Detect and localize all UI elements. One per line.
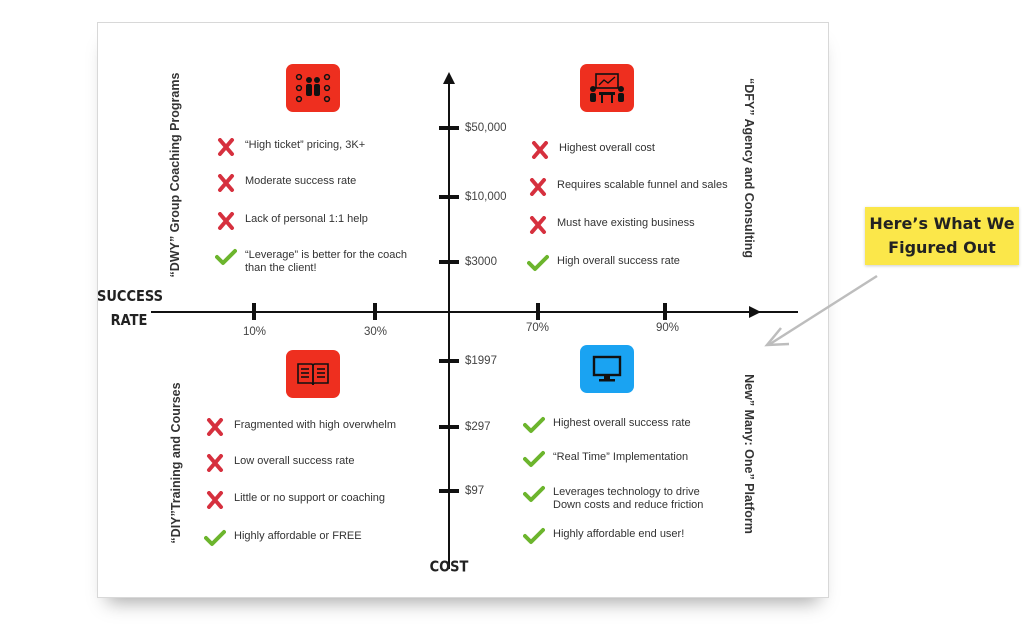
x-axis-title: SUCCESS RATE <box>97 288 164 330</box>
list-item: Highly affordable or FREE <box>204 529 362 551</box>
agency-meeting-icon <box>580 64 634 112</box>
y-tick-50000 <box>439 126 459 130</box>
check-icon <box>527 254 549 276</box>
list-item: “High ticket” pricing, 3K+ <box>215 138 365 160</box>
x-tick-30 <box>373 303 377 320</box>
cross-icon <box>527 216 549 238</box>
list-item: Must have existing business <box>527 216 695 238</box>
x-axis-line <box>151 311 798 313</box>
x-tick-90 <box>663 303 667 320</box>
cross-icon <box>529 141 551 163</box>
cross-icon <box>204 491 226 513</box>
x-tick-70 <box>536 303 540 320</box>
check-icon <box>215 248 237 270</box>
diagram-slide: 10% 30% 70% 90% $50,000 $10,000 $3000 $1… <box>97 22 829 598</box>
y-tick-label: $97 <box>465 485 485 497</box>
y-tick-label: $1997 <box>465 355 497 367</box>
cross-icon <box>215 174 237 196</box>
y-tick-label: $50,000 <box>465 122 507 134</box>
list-item: Little or no support or coaching <box>204 491 385 513</box>
list-item: Moderate success rate <box>215 174 356 196</box>
list-item: High overall success rate <box>527 254 680 276</box>
check-icon <box>523 485 545 507</box>
y-tick-label: $297 <box>465 421 491 433</box>
y-tick-1997 <box>439 359 459 363</box>
y-tick-297 <box>439 425 459 429</box>
y-tick-10000 <box>439 195 459 199</box>
list-item: Highest overall success rate <box>523 416 691 438</box>
x-tick-label: 30% <box>364 326 388 338</box>
x-tick-label: 10% <box>243 326 267 338</box>
cross-icon <box>215 138 237 160</box>
monitor-icon <box>580 345 634 393</box>
x-tick-10 <box>252 303 256 320</box>
list-item: Lack of personal 1:1 help <box>215 212 368 234</box>
check-icon <box>523 527 545 549</box>
cross-icon <box>204 418 226 440</box>
list-item: “Leverage” is better for the coach than … <box>215 248 415 275</box>
check-icon <box>523 450 545 472</box>
quadrant-title-top-left: “DWY” Group Coaching Programs <box>168 72 182 278</box>
x-tick-label: 70% <box>526 322 550 334</box>
list-item: Requires scalable funnel and sales <box>527 178 728 200</box>
group-coaching-icon <box>286 64 340 112</box>
cross-icon <box>215 212 237 234</box>
list-item: Leverages technology to drive Down costs… <box>523 485 713 512</box>
y-axis-line <box>448 81 450 569</box>
cross-icon <box>527 178 549 200</box>
x-axis-arrowhead <box>749 306 761 318</box>
cross-icon <box>204 454 226 476</box>
list-item: Highest overall cost <box>529 141 655 163</box>
y-axis-title: COST <box>429 558 469 577</box>
list-item: Fragmented with high overwhelm <box>204 418 396 440</box>
quadrant-title-bottom-left: “DIY”Training and Courses <box>169 382 183 544</box>
y-tick-97 <box>439 489 459 493</box>
y-tick-label: $3000 <box>465 256 497 268</box>
open-book-icon <box>286 350 340 398</box>
list-item: Low overall success rate <box>204 454 354 476</box>
quadrant-title-top-right: “DFY” Agency and Consulting <box>742 77 756 259</box>
quadrant-title-bottom-right: New” Many: One” Platform <box>742 374 756 534</box>
x-tick-label: 90% <box>656 322 680 334</box>
y-tick-label: $10,000 <box>465 191 507 203</box>
y-axis-arrowhead <box>443 72 455 84</box>
list-item: “Real Time” Implementation <box>523 450 688 472</box>
list-item: Highly affordable end user! <box>523 527 684 549</box>
callout-note: Here’s What We Figured Out <box>865 207 1019 265</box>
check-icon <box>204 529 226 551</box>
y-tick-3000 <box>439 260 459 264</box>
check-icon <box>523 416 545 438</box>
